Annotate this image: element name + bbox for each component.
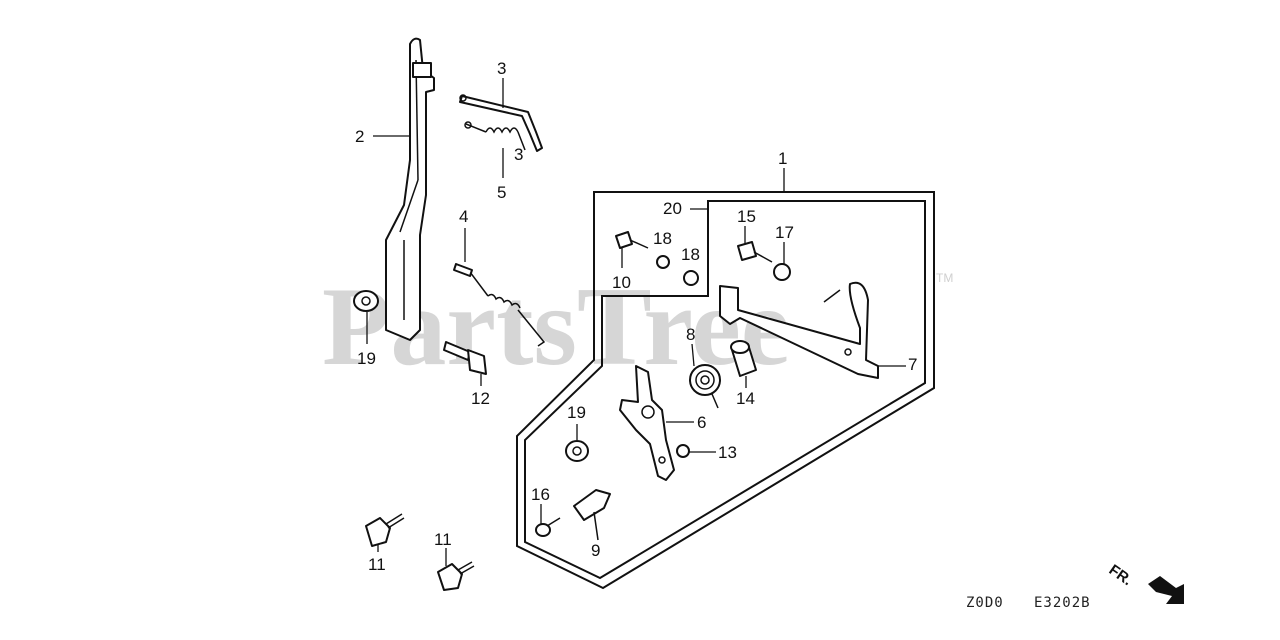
callout-7: 7	[908, 355, 917, 374]
callout-11b: 11	[434, 530, 452, 549]
assembly-frame-inner	[524, 200, 926, 580]
callout-6: 6	[697, 413, 706, 432]
callout-18b: 18	[681, 245, 700, 264]
callout-15: 15	[737, 207, 756, 226]
throttle-arm-part	[619, 365, 675, 481]
pivot-bolt-part	[443, 341, 487, 375]
direction-label: FR.	[1106, 561, 1136, 589]
bolt-11b-part	[437, 561, 475, 591]
callout-13: 13	[718, 443, 737, 462]
assembly-frame-outer	[516, 191, 935, 590]
callout-2: 2	[355, 127, 364, 146]
front-direction-indicator: FR.	[1106, 561, 1184, 604]
footer-code-right: E3202B	[1034, 595, 1091, 611]
control-lever-part	[385, 37, 435, 341]
leader-8	[691, 343, 695, 367]
screw-part	[535, 517, 561, 537]
collar-part	[730, 340, 757, 377]
nut-17-part	[773, 263, 791, 281]
callout-3: 3	[497, 59, 506, 78]
callout-12: 12	[471, 389, 490, 408]
return-spring-part	[689, 364, 721, 409]
callout-4: 4	[459, 207, 468, 226]
flange-nut-part	[353, 290, 379, 312]
nut-13-part	[676, 444, 690, 458]
callout-19b: 19	[567, 403, 586, 422]
nut-18b-part	[683, 270, 699, 286]
callout-10: 10	[612, 273, 631, 292]
cable-joint-part	[573, 489, 611, 541]
nut-18a-part	[656, 255, 670, 269]
callout-18a: 18	[653, 229, 672, 248]
callout-19a: 19	[357, 349, 376, 368]
callout-1: 1	[778, 149, 787, 168]
callout-5: 5	[497, 183, 506, 202]
governor-rod-part	[459, 94, 543, 152]
flange-bolt-part	[737, 241, 773, 263]
governor-spring-part	[464, 121, 526, 151]
callout-8: 8	[686, 325, 695, 344]
direction-arrow-icon	[1148, 576, 1184, 604]
callout-11a: 11	[368, 555, 386, 574]
callout-20: 20	[663, 199, 682, 218]
callout-16: 16	[531, 485, 550, 504]
hex-bolt-part	[615, 231, 649, 249]
flange-nut-inner-part	[565, 440, 589, 462]
callout-14: 14	[736, 389, 755, 408]
callout-17: 17	[775, 223, 794, 242]
callout-3b: 3	[514, 145, 523, 164]
bolt-11a-part	[365, 513, 405, 547]
callout-9: 9	[591, 541, 600, 560]
throttle-spring-part	[453, 263, 546, 347]
control-plate-part	[719, 281, 879, 379]
footer-code-left: Z0D0	[966, 595, 1004, 611]
watermark-trademark: TM	[936, 271, 953, 285]
